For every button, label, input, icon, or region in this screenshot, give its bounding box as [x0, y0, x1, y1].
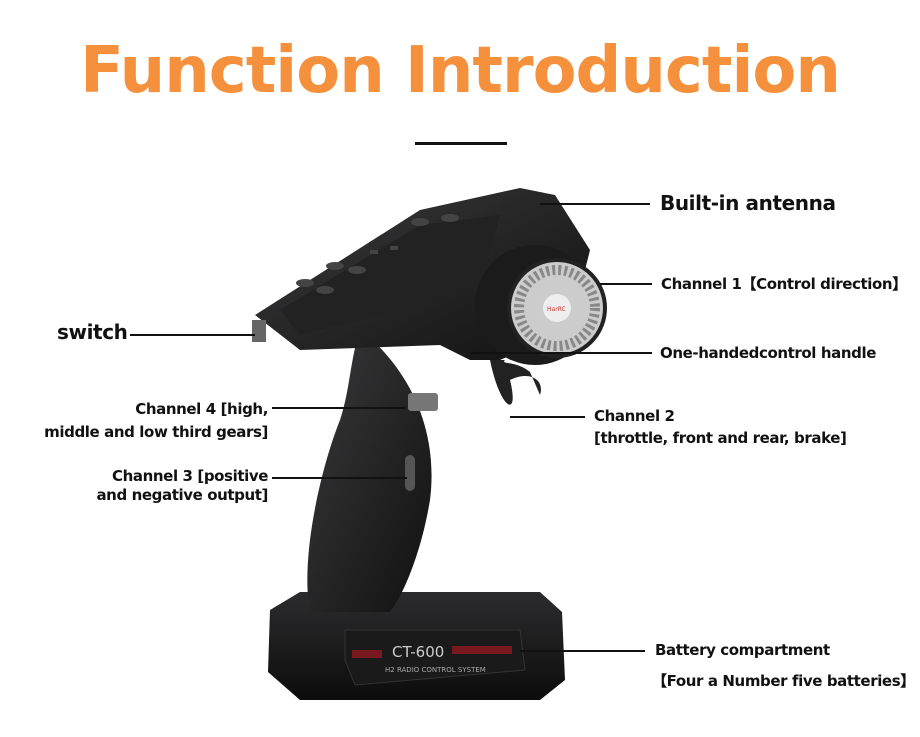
- channel2-leader-line: [510, 416, 585, 418]
- trigger: [490, 360, 541, 405]
- label-channel3-title: Channel 3 [positive: [112, 467, 268, 485]
- label-channel1: Channel 1【Control direction】: [661, 275, 907, 293]
- label-switch: switch: [57, 320, 128, 344]
- label-battery-detail: 【Four a Number five batteries】: [652, 672, 915, 690]
- transmitter-detail: [390, 246, 398, 250]
- handle-leader-line: [470, 352, 652, 354]
- label-antenna: Built-in antenna: [660, 191, 836, 215]
- label-channel3-detail: and negative output]: [96, 486, 268, 504]
- grip: [307, 330, 432, 612]
- label-handle: One-handedcontrol handle: [660, 344, 877, 362]
- transmitter-detail: [326, 262, 344, 270]
- label-channel4-title: Channel 4 [high,: [135, 400, 268, 418]
- channel1-leader-line: [600, 283, 652, 285]
- title-underline: [415, 142, 507, 145]
- page-title: Function Introduction: [80, 34, 841, 108]
- transmitter-detail: [543, 294, 571, 322]
- label-channel4-detail: middle and low third gears]: [44, 423, 268, 441]
- transmitter-detail: [316, 286, 334, 294]
- base-label-plate: [344, 629, 526, 686]
- button-panel: [280, 215, 500, 335]
- red-stripe-left: [352, 650, 382, 658]
- label-battery-title: Battery compartment: [655, 641, 830, 659]
- battery-leader-line: [520, 650, 645, 652]
- switch-part: [252, 320, 266, 342]
- model-text: CT-600: [392, 643, 444, 661]
- channel4-slider: [408, 393, 438, 411]
- channel4-leader-line: [272, 407, 405, 409]
- label-channel2-title: Channel 2: [594, 407, 675, 425]
- transmitter-detail: [348, 266, 366, 274]
- transmitter-detail: [411, 218, 429, 226]
- transmitter-detail: [441, 214, 459, 222]
- channel3-leader-line: [272, 477, 407, 479]
- transmitter-detail: [370, 250, 378, 254]
- label-channel2-detail: [throttle, front and rear, brake]: [594, 429, 847, 447]
- antenna-leader-line: [540, 203, 650, 205]
- transmitter-detail: [296, 279, 314, 287]
- model-subtitle: H2 RADIO CONTROL SYSTEM: [385, 666, 486, 674]
- wheel-logo: HarRC: [547, 306, 566, 313]
- transmitter-detail: [514, 265, 600, 351]
- red-stripe-right: [452, 646, 512, 654]
- buttons: [296, 214, 459, 294]
- channel3-button: [405, 455, 415, 491]
- switch-leader-line: [130, 334, 255, 336]
